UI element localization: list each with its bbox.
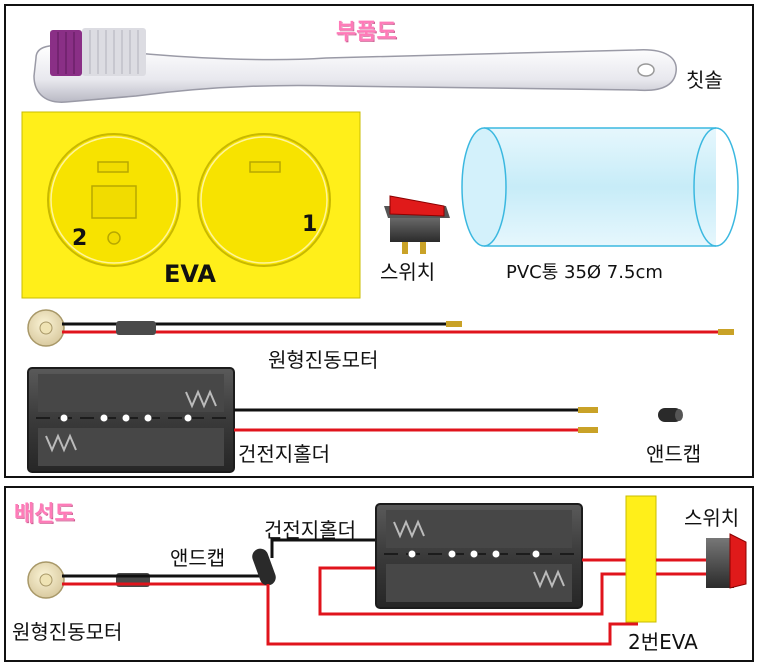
wire-red-holder <box>318 566 638 616</box>
eva-number-1: 1 <box>302 212 318 237</box>
wiring-battery-holder <box>375 503 583 609</box>
wiring-motor-label: 원형진동모터 <box>12 620 123 644</box>
battery-holder-part <box>27 367 598 473</box>
toothbrush-label: 칫솔 <box>686 68 723 92</box>
parts-drawing <box>21 28 739 473</box>
eva-number-2: 2 <box>72 226 88 251</box>
pvc-tube <box>461 127 739 247</box>
switch-label: 스위치 <box>380 260 436 284</box>
wiring-end-cap <box>252 548 276 586</box>
motor-part <box>27 309 734 347</box>
wiring-panel: 배선도 <box>4 486 754 662</box>
end-cap-part <box>658 408 683 422</box>
end-cap-label: 앤드캡 <box>646 442 702 466</box>
wiring-motor <box>27 561 150 599</box>
wiring-title: 배선도 <box>14 502 75 527</box>
wiring-battery-holder-label: 건전지홀더 <box>264 518 356 542</box>
switch-part <box>384 195 450 254</box>
parts-title: 부품도 <box>336 20 397 45</box>
eva-label: EVA <box>164 260 216 288</box>
pvc-label: PVC통 35Ø 7.5cm <box>506 262 663 283</box>
parts-panel: 부품도 <box>4 4 754 478</box>
wiring-eva-strip <box>625 495 657 623</box>
wiring-switch <box>706 533 747 589</box>
toothbrush <box>33 28 677 103</box>
motor-label: 원형진동모터 <box>268 348 379 372</box>
wiring-switch-label: 스위치 <box>684 506 740 530</box>
wiring-drawing <box>27 495 747 646</box>
wiring-eva2-label: 2번EVA <box>628 630 698 654</box>
eva-sheet <box>21 111 361 299</box>
battery-holder-label: 건전지홀더 <box>238 442 330 466</box>
wire-red-bottom <box>266 584 638 646</box>
wiring-end-cap-label: 앤드캡 <box>170 546 226 570</box>
